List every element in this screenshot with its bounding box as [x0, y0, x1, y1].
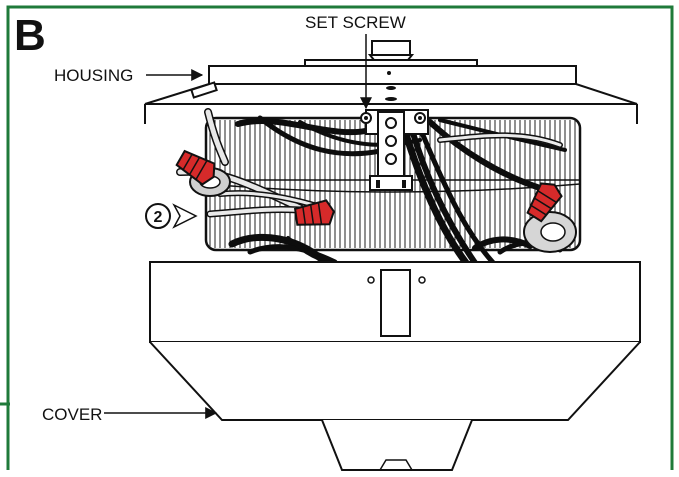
- set-screw-label: SET SCREW: [305, 13, 406, 32]
- wire-nut-center: [293, 199, 335, 226]
- housing-label: HOUSING: [54, 66, 133, 85]
- panel-letter: B: [14, 11, 46, 60]
- wire-nut-right: [526, 182, 563, 223]
- black-wires: [228, 115, 567, 273]
- wire-nut-upper-left: [175, 149, 216, 186]
- lower-collar: [321, 419, 473, 471]
- step-chevron-icon: [172, 203, 198, 229]
- housing: [144, 65, 638, 124]
- step-badge: [145, 203, 171, 229]
- terminal-block: [360, 109, 429, 191]
- wire-loop-right: [523, 211, 577, 253]
- top-cap: [304, 40, 478, 67]
- cover-label: COVER: [42, 405, 102, 424]
- cover: [149, 261, 641, 421]
- panel-border: [6, 5, 674, 470]
- step-number: 2: [154, 209, 163, 226]
- step-marker: 2: [145, 203, 198, 229]
